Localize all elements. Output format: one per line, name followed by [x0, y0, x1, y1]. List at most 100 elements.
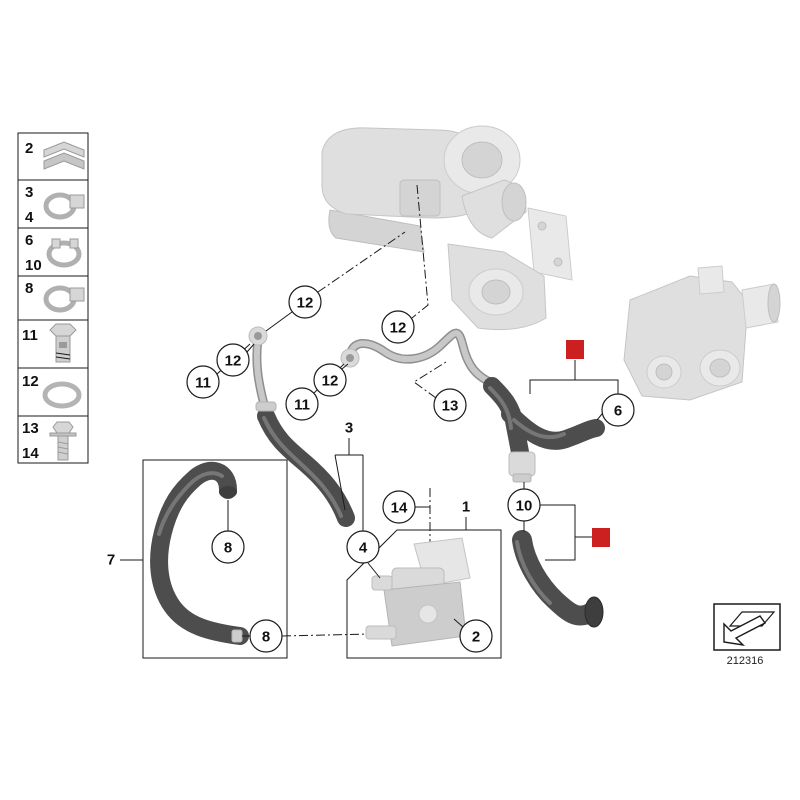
auxiliary-water-pump — [365, 537, 471, 647]
callout-12-center-pipe: 12 — [313, 363, 347, 397]
callout-label: 12 — [322, 373, 339, 390]
clamp-tab — [69, 194, 85, 209]
callout-label: 12 — [225, 353, 242, 370]
arrow-down-left-icon — [723, 615, 767, 647]
bolt-thread — [55, 356, 71, 360]
hose-3 — [255, 401, 355, 527]
callout-12-turbo-right: 12 — [381, 310, 415, 344]
red-marker-square — [566, 340, 584, 359]
thermostat-lower-opening — [709, 358, 731, 378]
hose-6 — [483, 377, 605, 461]
bracket-label-3: 3 — [345, 420, 353, 437]
thermostat-side-opening — [655, 363, 673, 381]
legend-label: 6 — [25, 232, 33, 249]
leader — [453, 618, 464, 628]
callout-circle — [459, 619, 493, 653]
legend-label: 2 — [25, 140, 33, 157]
bracket-label-1: 1 — [462, 499, 470, 516]
legend-label: 10 — [25, 257, 42, 274]
bracket-lines — [334, 438, 364, 531]
bracket-6 — [529, 360, 619, 394]
metal-pipe-center — [340, 328, 497, 388]
thermostat-housing — [623, 265, 781, 401]
clamp-tab — [69, 287, 85, 302]
callout-circle — [285, 387, 319, 421]
leader — [596, 413, 603, 421]
callout-11-left-pipe: 11 — [186, 365, 220, 399]
group-frame-1 — [346, 529, 502, 659]
hose-body — [512, 530, 602, 626]
callout-circle — [288, 285, 322, 319]
leader-callout-13 — [413, 361, 447, 399]
callout-label: 8 — [224, 540, 232, 557]
legend-label: 11 — [22, 327, 38, 344]
callout-label: 6 — [614, 403, 622, 420]
legend-frame — [17, 132, 89, 464]
bolt-thread — [57, 446, 69, 450]
legend-table: 2 3 4 6 10 8 11 — [17, 132, 89, 464]
fitting-nozzle — [512, 473, 532, 483]
banjo-bolt-head — [346, 354, 354, 362]
bolt-head — [52, 421, 74, 434]
turbo-compressor-inlet — [461, 141, 503, 179]
callout-12-left-pipe: 12 — [216, 343, 250, 377]
callout-14: 14 — [382, 490, 416, 524]
hose-10 — [512, 530, 604, 628]
callout-circle — [249, 619, 283, 653]
turbo-center-section — [399, 179, 441, 217]
hose-clamp-icon — [43, 192, 85, 220]
callout-10: 10 — [507, 488, 541, 522]
flange-bolt-hole — [537, 221, 547, 231]
leader-hose-to-pump — [281, 633, 371, 637]
callout-label: 8 — [262, 629, 270, 646]
clamp-tab — [51, 238, 61, 249]
callout-label: 14 — [391, 500, 408, 517]
legend-label: 13 — [22, 420, 39, 437]
hose-highlight — [488, 386, 513, 430]
pump-inlet-stub — [371, 575, 393, 591]
leader — [341, 363, 349, 370]
hose-clamp — [255, 401, 277, 412]
callout-circle — [381, 310, 415, 344]
seal-ring — [42, 381, 82, 409]
leader-turbo-to-callout — [411, 184, 429, 319]
pipe-body — [253, 337, 268, 411]
hose-body — [150, 461, 249, 645]
hose-clamp-icon — [43, 285, 85, 313]
turbo-outlet-opening — [501, 182, 527, 222]
callout-label: 12 — [297, 295, 314, 312]
hose-elbow-end — [219, 486, 237, 498]
hose-end-fitting — [584, 596, 604, 628]
callout-circle — [216, 343, 250, 377]
clamp-tab — [69, 238, 79, 249]
callout-circle — [313, 363, 347, 397]
clip-plate — [43, 141, 85, 158]
hose-highlight — [515, 540, 552, 605]
callout-6: 6 — [601, 393, 635, 427]
banjo-bolt-icon — [49, 323, 77, 363]
pump-connector — [418, 604, 438, 624]
turbo-flange-arm — [328, 209, 425, 253]
callout-label: 11 — [294, 397, 310, 414]
bracket-lines — [529, 360, 619, 394]
bolt-thread — [55, 352, 71, 356]
hose-highlight — [262, 416, 343, 518]
clip-icon — [43, 141, 85, 170]
callout-label: 13 — [442, 398, 459, 415]
hose-end-fitting — [231, 629, 243, 643]
callout-8-upper: 8 — [211, 530, 245, 564]
spring-band-clamp-icon — [46, 238, 82, 268]
reference-box: 212316 — [713, 603, 781, 667]
callout-circle — [346, 530, 380, 564]
bracket-label-7: 7 — [107, 552, 115, 569]
callout-circle — [601, 393, 635, 427]
hose-highlight — [157, 471, 224, 536]
bracket-10 — [540, 504, 592, 561]
bolt-thread — [57, 441, 69, 445]
bracket-3 — [334, 438, 364, 531]
thermostat-top-port — [697, 265, 725, 295]
callout-circle — [507, 488, 541, 522]
callout-circle — [211, 530, 245, 564]
callout-circle — [186, 365, 220, 399]
